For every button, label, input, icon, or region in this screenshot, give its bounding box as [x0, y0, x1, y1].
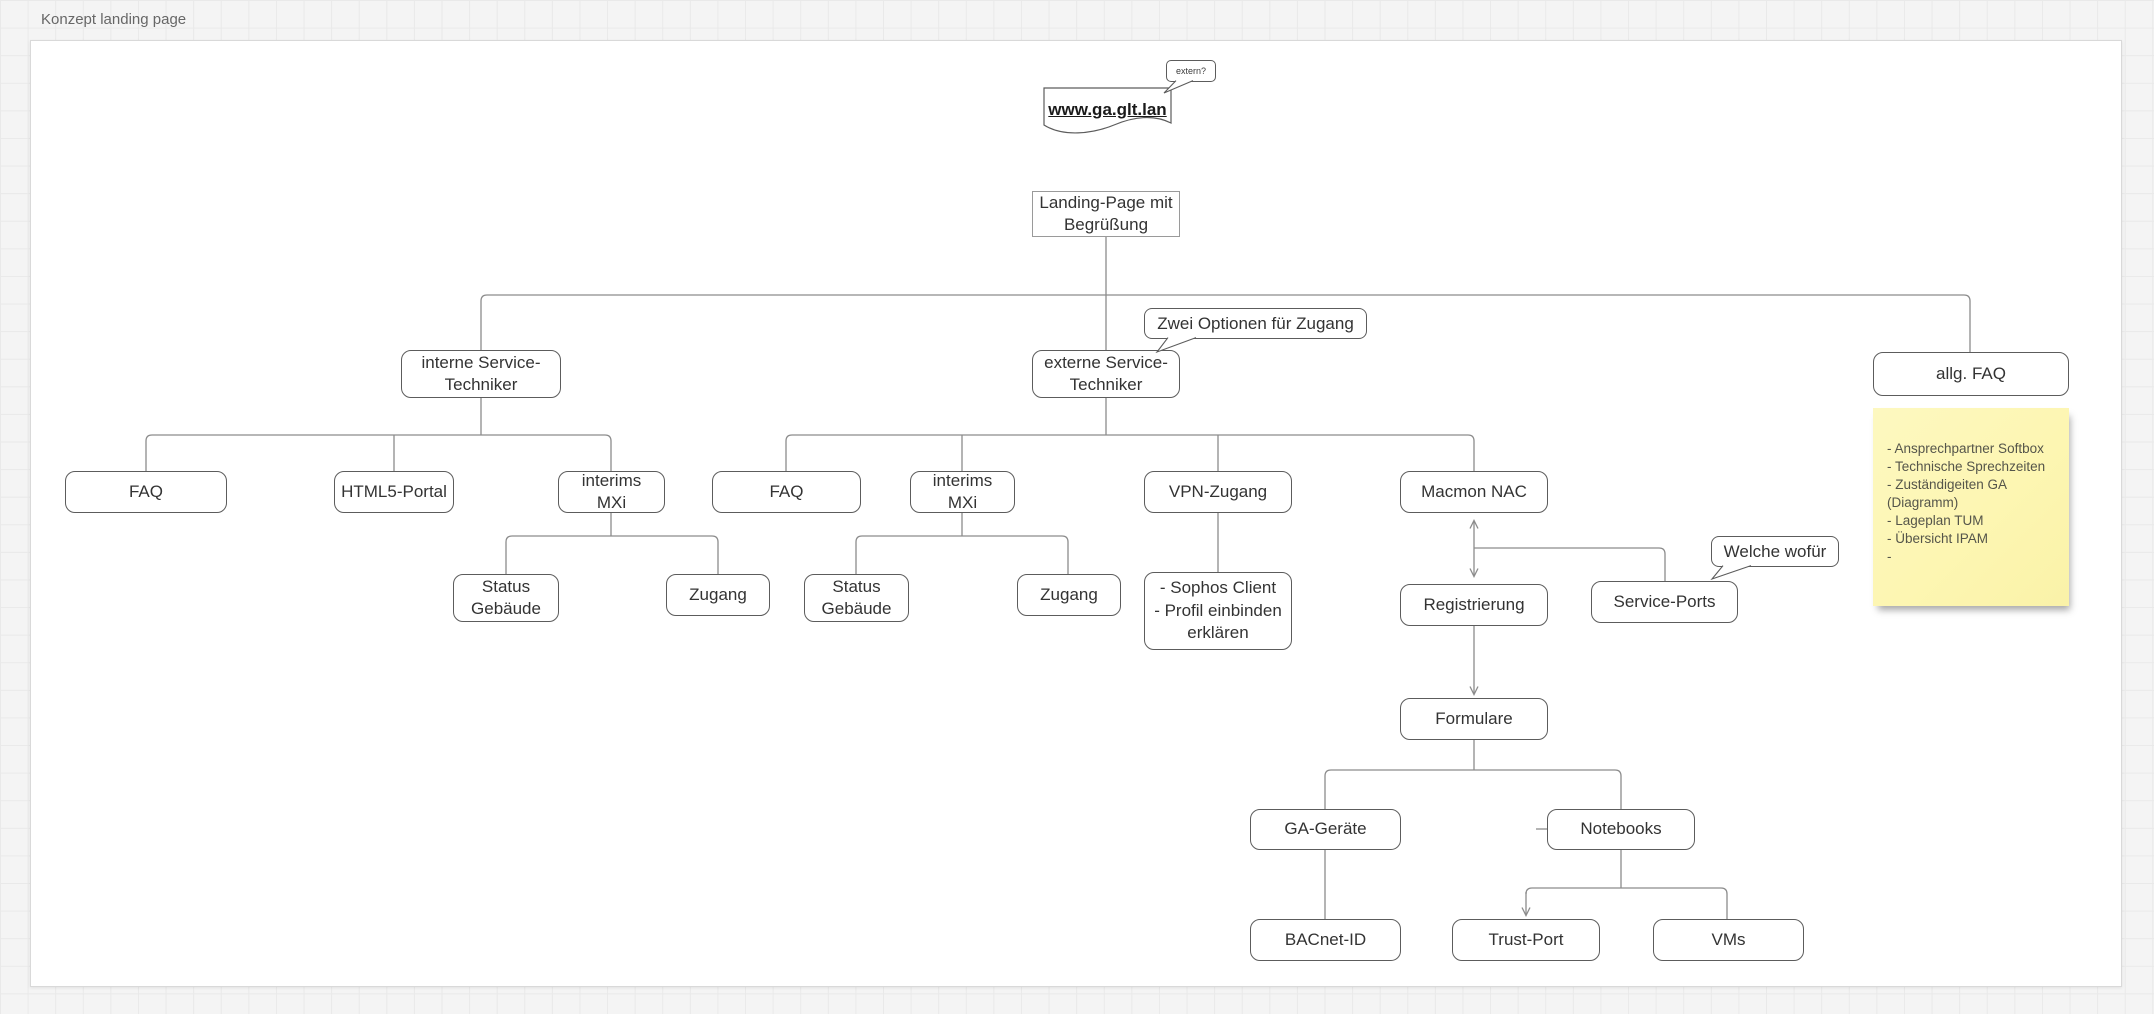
sticky-note[interactable]: - Ansprechpartner Softbox - Technische S… [1873, 408, 2069, 606]
node-status-gebaeude-extern[interactable]: Status Gebäude [804, 574, 909, 622]
node-faq-extern[interactable]: FAQ [712, 471, 861, 513]
node-registrierung[interactable]: Registrierung [1400, 584, 1548, 626]
callout-zwei-optionen[interactable]: Zwei Optionen für Zugang [1144, 308, 1367, 339]
node-interims-mxi-intern[interactable]: interims MXi [558, 471, 665, 513]
node-trust-port[interactable]: Trust-Port [1452, 919, 1600, 961]
node-vpn-zugang[interactable]: VPN-Zugang [1144, 471, 1292, 513]
node-vms[interactable]: VMs [1653, 919, 1804, 961]
node-allg-faq[interactable]: allg. FAQ [1873, 352, 2069, 396]
node-landing-page[interactable]: Landing-Page mit Begrüßung [1032, 191, 1180, 237]
node-bacnet-id[interactable]: BACnet-ID [1250, 919, 1401, 961]
node-interne-service-techniker[interactable]: interne Service-Techniker [401, 350, 561, 398]
diagram-canvas [30, 40, 2122, 987]
node-interims-mxi-extern[interactable]: interims MXi [910, 471, 1015, 513]
node-zugang-extern[interactable]: Zugang [1017, 574, 1121, 616]
node-macmon-nac[interactable]: Macmon NAC [1400, 471, 1548, 513]
node-zugang-intern[interactable]: Zugang [666, 574, 770, 616]
callout-welche-wofuer[interactable]: Welche wofür [1711, 536, 1839, 567]
node-html5-portal[interactable]: HTML5-Portal [334, 471, 454, 513]
url-link-label[interactable]: www.ga.glt.lan [1048, 100, 1167, 119]
node-sophos-client[interactable]: - Sophos Client - Profil einbinden erklä… [1144, 572, 1292, 650]
node-externe-service-techniker[interactable]: externe Service-Techniker [1032, 350, 1180, 398]
node-formulare[interactable]: Formulare [1400, 698, 1548, 740]
node-faq-intern[interactable]: FAQ [65, 471, 227, 513]
callout-extern-question[interactable]: extern? [1166, 60, 1216, 82]
node-ga-geraete[interactable]: GA-Geräte [1250, 809, 1401, 850]
node-service-ports[interactable]: Service-Ports [1591, 581, 1738, 623]
node-status-gebaeude-intern[interactable]: Status Gebäude [453, 574, 559, 622]
node-notebooks[interactable]: Notebooks [1547, 809, 1695, 850]
page-title[interactable]: Konzept landing page [41, 11, 187, 28]
